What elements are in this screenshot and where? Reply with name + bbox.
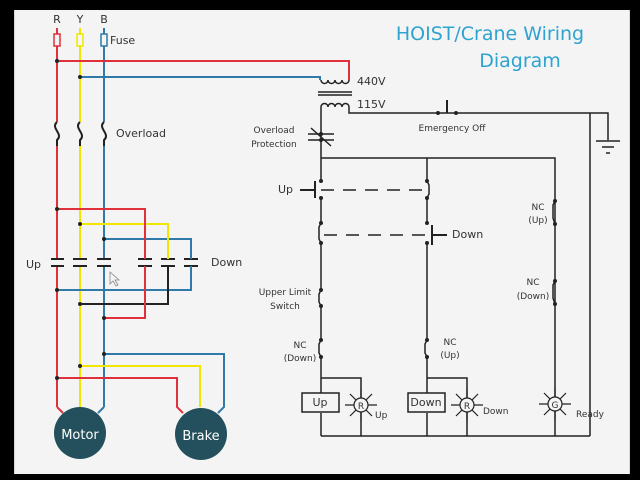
upper-limit-label-2: Switch [270,302,300,312]
overload-label: Overload [116,127,166,140]
nc-up-mid-label-1: NC [443,338,456,348]
lamp-ready [539,388,571,420]
control-contacts [319,111,557,359]
transformer-primary-icon [320,79,350,85]
nc-up-right-icon [552,200,556,225]
tap-r-wire [57,60,350,80]
up-contactor-label: Up [26,258,41,271]
transformer-secondary-icon [320,102,350,108]
fuse-b-icon [100,33,108,47]
fuse-r-icon [53,33,61,47]
phase-b-label: B [100,13,108,26]
lamp-up [345,389,377,421]
title-line-2: Diagram [479,50,561,72]
fuse-y-icon [76,33,84,47]
voltage-primary-label: 440V [357,75,386,88]
upper-limit-label-1: Upper Limit [259,288,312,298]
brake-feed-red [57,377,184,414]
lamp-up-letter: R [358,402,364,412]
tap-y-wire [80,76,321,80]
nc-down-left-label-1: NC [293,341,306,351]
lamp-down-label: Down [483,407,509,417]
nc-up-right-label-2: (Up) [528,216,547,226]
overload-r-icon [54,121,60,146]
nc-up-mid-label-2: (Up) [440,351,459,361]
motor[interactable]: Motor [54,407,106,459]
wire-yellow-cross [80,223,169,263]
overload-y-icon [77,121,83,146]
wire-black-cross [80,263,169,305]
up-coil-label: Up [312,396,327,409]
overload-b-icon [101,121,107,146]
lamp-down-letter: R [464,402,470,412]
lamp-up-label: Up [375,411,388,421]
lamp-ready-letter: G [552,401,559,411]
title-line-1: HOIST/Crane Wiring [396,23,584,45]
overload-protection-label-2: Protection [251,140,297,150]
mouse-cursor-icon [109,271,121,287]
phase-y-label: Y [76,13,84,26]
nc-up-right-label-1: NC [531,203,544,213]
brake[interactable]: Brake [175,408,227,460]
nc-down-right-label-2: (Down) [517,292,550,302]
voltage-secondary-label: 115V [357,98,386,111]
upper-limit-switch-icon [318,289,322,307]
motor-label: Motor [61,428,99,443]
lamp-down [451,389,483,421]
emergency-off-label: Emergency Off [419,124,487,134]
nc-down-right-label-1: NC [526,278,539,288]
power-junctions [55,59,106,380]
down-button-label: Down [452,228,483,241]
brake-icon [175,408,227,460]
brake-label: Brake [182,429,219,444]
brake-feed-yellow [80,365,201,407]
phase-r-label: R [53,13,61,26]
nc-up-icon [424,339,428,358]
brake-feed-blue [104,353,225,414]
fuse-label: Fuse [110,34,135,47]
up-button-label: Up [278,183,293,196]
down-coil-label: Down [410,396,441,409]
down-contactor-label: Down [211,256,242,269]
control-circuit [300,79,620,437]
power-circuit [48,28,350,414]
up-coil [301,392,340,413]
nc-down-right-icon [552,280,556,305]
up-nc-contact-icon [426,180,430,199]
nc-down-icon [318,339,322,358]
overload-protection-label-1: Overload [254,126,295,136]
down-coil [407,392,446,413]
lamp-ready-label: Ready [576,410,605,420]
motor-icon [54,407,106,459]
nc-down-left-label-2: (Down) [284,354,317,364]
control-labels: 440V 115V Emergency Off Overload Protect… [251,75,604,421]
